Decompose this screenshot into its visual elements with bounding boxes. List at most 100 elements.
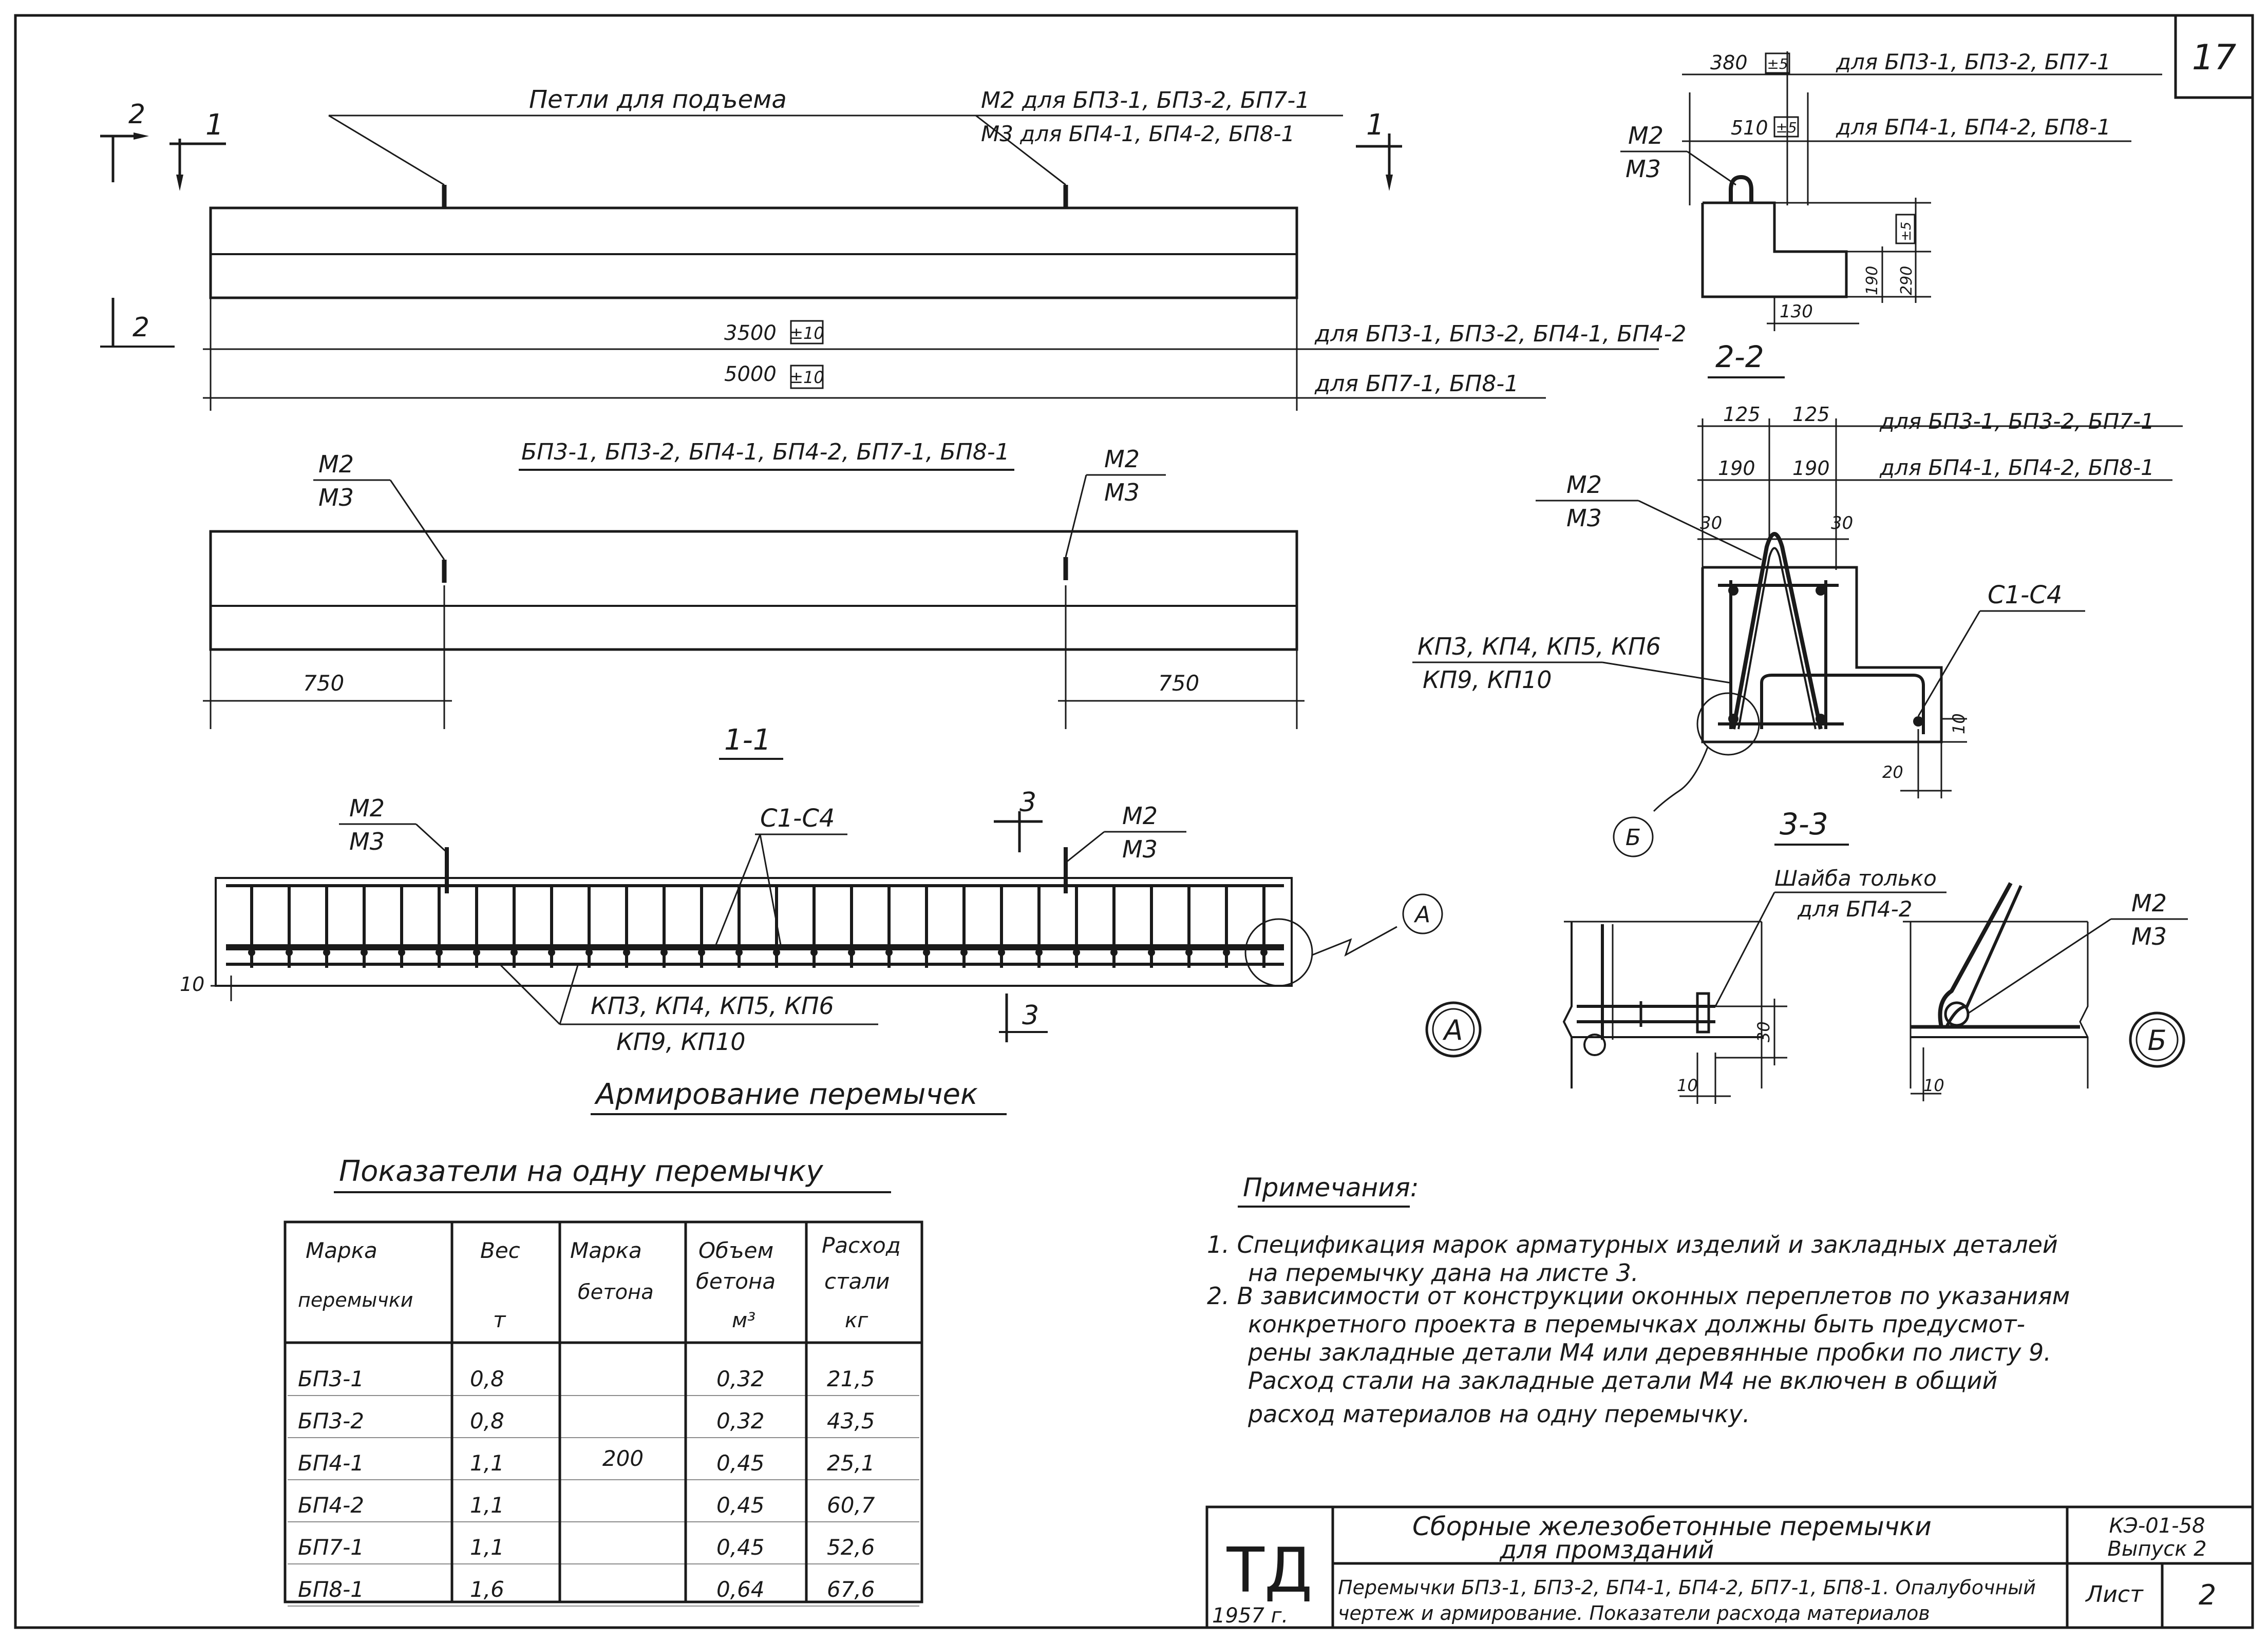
page-number: 17 <box>2192 37 2237 78</box>
table-cell-volume: 0,45 <box>716 1450 765 1476</box>
notes: Примечания: 1. Спецификация марок армату… <box>1207 1173 2070 1428</box>
plan-m2-left: М2 <box>318 450 354 478</box>
stirrup-node <box>585 949 593 956</box>
cs-kp-line2: КП9, КП10 <box>1423 666 1552 694</box>
s22-m2: М2 <box>1628 122 1664 149</box>
section-1-1: 1-1 М2 М3 М2 М3 С1-С4 КП3, КП4, КП5, КП6… <box>180 723 1443 1115</box>
table-cell-weight: 0,8 <box>470 1366 504 1391</box>
tol-3500: ±10 <box>789 323 824 343</box>
section-mark-1-left-label: 1 <box>205 108 224 142</box>
table-cell-mark: БП4-2 <box>298 1493 364 1518</box>
stirrup-node <box>548 949 555 956</box>
s22-tol-510: ±5 <box>1775 119 1797 136</box>
stirrup-node <box>398 949 405 956</box>
stirrup-node <box>473 949 480 956</box>
da-dim-10: 10 <box>1677 1076 1698 1095</box>
cs-dim-125-a: 125 <box>1723 403 1761 426</box>
table-cell-steel: 43,5 <box>827 1408 875 1434</box>
tb-title-1: Сборные железобетонные перемычки <box>1412 1512 1932 1541</box>
plan-m3-left: М3 <box>318 484 354 511</box>
cs-dim-125-b: 125 <box>1792 403 1830 426</box>
s11-c1-c4: С1-С4 <box>760 804 835 833</box>
s22-dim-290: 290 <box>1898 266 1916 295</box>
section-mark-2-top-label: 2 <box>128 99 145 130</box>
table-cell-volume: 0,32 <box>716 1408 765 1434</box>
section-1-1-title: 1-1 <box>724 723 771 757</box>
table-cell-weight: 1,6 <box>470 1577 504 1602</box>
tol-5000: ±10 <box>789 368 824 387</box>
s33-washer-note-2: для БП4-2 <box>1797 896 1913 922</box>
cs-dim-190-a: 190 <box>1718 457 1755 480</box>
m2-note: М2 для БП3-1, БП3-2, БП7-1 <box>981 87 1310 113</box>
th-mark-2: перемычки <box>298 1289 413 1311</box>
table-cell-weight: 1,1 <box>470 1450 504 1476</box>
table-cell-steel: 25,1 <box>827 1450 875 1476</box>
table-cell-volume: 0,64 <box>716 1577 765 1602</box>
s33-washer-note-1: Шайба только <box>1774 866 1937 891</box>
s22-dim-130: 130 <box>1780 301 1813 322</box>
beam-plan-outline <box>209 530 1298 651</box>
section-mark-2-bottom: 2 <box>100 298 175 348</box>
cs-dim-10: 10 <box>1949 713 1969 734</box>
s22-tol-380: ±5 <box>1767 55 1788 72</box>
table-cell-volume: 0,32 <box>716 1366 765 1391</box>
section-mark-1-left: 1 <box>169 108 226 191</box>
table-cell-mark: БП8-1 <box>298 1577 364 1602</box>
section-mark-1-right: 1 <box>1356 108 1402 191</box>
th-steel-1: Расход <box>822 1233 901 1258</box>
reinforcement-title: Армирование перемычек <box>594 1078 978 1111</box>
dim-750-right: 750 <box>1158 671 1199 696</box>
cs-for-190: для БП4-1, БП4-2, БП8-1 <box>1879 455 2154 480</box>
stirrup-node <box>810 949 818 956</box>
section-1-1-outline <box>215 877 1293 987</box>
cs-dim-30-b: 30 <box>1831 513 1853 533</box>
stirrup-node <box>286 949 293 956</box>
for-3500-label: для БП3-1, БП3-2, БП4-1, БП4-2 <box>1314 321 1686 347</box>
dim-750-left: 750 <box>303 671 344 696</box>
db-label: Б <box>2147 1024 2166 1057</box>
s22-tol-290: ±5 <box>1899 222 1914 241</box>
cs-m2: М2 <box>1566 471 1602 499</box>
cs-dim-190-b: 190 <box>1792 457 1830 480</box>
cs-callout-b: Б <box>1626 825 1641 851</box>
cs-for-125: для БП3-1, БП3-2, БП7-1 <box>1879 409 2154 434</box>
s11-kp-line1: КП3, КП4, КП5, КП6 <box>591 992 834 1020</box>
dim-5000: 5000 <box>724 362 777 386</box>
tb-year: 1957 г. <box>1212 1604 1288 1628</box>
s22-m3: М3 <box>1626 155 1661 183</box>
stirrups-group <box>248 887 1268 968</box>
tb-subtitle-1: Перемычки БП3-1, БП3-2, БП4-1, БП4-2, БП… <box>1338 1576 2036 1599</box>
plan-m2-right: М2 <box>1104 445 1140 473</box>
td-concrete-grade: 200 <box>602 1446 644 1471</box>
s22-dim-510: 510 <box>1731 117 1768 139</box>
table-cell-volume: 0,45 <box>716 1493 765 1518</box>
lifting-loops-label: Петли для подъема <box>529 85 787 114</box>
stirrup-node <box>960 949 968 956</box>
tb-series: КЭ-01-58 <box>2109 1514 2205 1538</box>
table-cell-steel: 21,5 <box>827 1366 875 1391</box>
s22-dim-380: 380 <box>1710 51 1748 74</box>
cross-section: 125 125 для БП3-1, БП3-2, БП7-1 190 190 … <box>1412 403 2183 857</box>
s11-m3-right: М3 <box>1122 835 1158 863</box>
table-cell-steel: 67,6 <box>827 1577 875 1602</box>
table-cell-weight: 0,8 <box>470 1408 504 1434</box>
s11-section-3-bottom: 3 <box>1022 1000 1039 1031</box>
title-block: ТД 1957 г. Сборные железобетонные перемы… <box>1205 1505 2254 1629</box>
stirrup-node <box>248 949 255 956</box>
s11-m2-right: М2 <box>1122 802 1158 830</box>
th-grade-1: Марка <box>570 1238 642 1263</box>
tb-title-2: для промзданий <box>1499 1536 1714 1564</box>
th-mark-1: Марка <box>306 1238 377 1263</box>
stirrup-node <box>623 949 630 956</box>
note-line-7: расход материалов на одну перемычку. <box>1248 1400 1750 1428</box>
for-5000-label: для БП7-1, БП8-1 <box>1314 371 1519 397</box>
lifting-loop-leader <box>328 114 445 186</box>
note-line-3: 2. В зависимости от конструкции оконных … <box>1207 1282 2070 1310</box>
stirrup-node <box>361 949 368 956</box>
m-note-leader <box>975 114 1066 186</box>
th-volume-3: м³ <box>732 1309 755 1332</box>
s22-title: 2-2 <box>1715 339 1764 374</box>
stirrup-node <box>698 949 705 956</box>
note-line-6: Расход стали на закладные детали М4 не в… <box>1248 1367 1997 1394</box>
cs-dim-20: 20 <box>1882 762 1903 782</box>
